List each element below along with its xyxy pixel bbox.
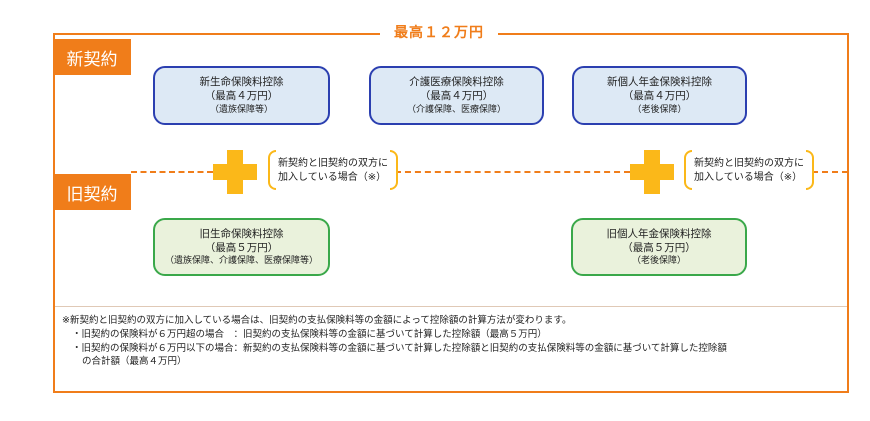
box-sub: （老後保障） — [632, 104, 687, 115]
box-title: 新個人年金保険料控除 — [607, 76, 712, 89]
box-title: 旧個人年金保険料控除 — [606, 227, 712, 240]
contract-divider-line — [131, 171, 213, 173]
box-sub: （遺族保障、介護保障、医療保障等） — [164, 256, 318, 267]
box-sub: （遺族保障等） — [209, 104, 273, 115]
plus-icon — [213, 150, 257, 194]
bracket-left-icon — [684, 150, 692, 190]
footnote-line: ※新契約と旧契約の双方に加入している場合は、旧契約の支払保険料等の金額によって控… — [62, 315, 572, 326]
footnote-line: の合計額（最高４万円） — [82, 356, 187, 368]
contract-divider-line — [812, 171, 848, 173]
note-line: 加入している場合（※） — [278, 172, 387, 183]
bracket-left-icon — [268, 150, 276, 190]
box-max: （最高５万円） — [204, 241, 279, 254]
footnote: ※新契約と旧契約の双方に加入している場合は、旧契約の支払保険料等の金額によって控… — [62, 314, 842, 369]
new-contract-tag: 新契約 — [53, 39, 131, 75]
both-contracts-note-right: 新契約と旧契約の双方に 加入している場合（※） — [684, 150, 814, 192]
box-sub: （老後保障） — [631, 256, 686, 267]
note-line: 新契約と旧契約の双方に — [278, 158, 388, 169]
note-line: 新契約と旧契約の双方に — [694, 158, 804, 169]
old-life-insurance-deduction-box: 旧生命保険料控除 （最高５万円） （遺族保障、介護保障、医療保障等） — [153, 218, 330, 276]
box-title: 新生命保険料控除 — [199, 76, 284, 89]
plus-icon — [630, 150, 674, 194]
footnote-line: ・旧契約の保険料が６万円超の場合 ：旧契約の支払保険料等の金額に基づいて計算した… — [72, 328, 547, 340]
box-sub: （介護保障、医療保障） — [406, 104, 506, 115]
new-pension-deduction-box: 新個人年金保険料控除 （最高４万円） （老後保障） — [572, 66, 747, 125]
footnote-line: ・旧契約の保険料が６万円以下の場合：新契約の支払保険料等の金額に基づいて計算した… — [72, 342, 727, 354]
box-max: （最高４万円） — [419, 90, 494, 103]
old-pension-deduction-box: 旧個人年金保険料控除 （最高５万円） （老後保障） — [571, 218, 747, 276]
box-max: （最高５万円） — [622, 241, 696, 254]
max-total-label: 最高１２万円 — [380, 22, 498, 42]
bracket-right-icon — [806, 150, 814, 190]
care-medical-deduction-box: 介護医療保険料控除 （最高４万円） （介護保障、医療保障） — [369, 66, 544, 125]
bracket-right-icon — [390, 150, 398, 190]
box-max: （最高４万円） — [204, 90, 279, 103]
box-max: （最高４万円） — [622, 90, 697, 103]
footnote-separator — [55, 306, 847, 307]
both-contracts-note-left: 新契約と旧契約の双方に 加入している場合（※） — [268, 150, 398, 192]
old-contract-tag: 旧契約 — [53, 174, 131, 210]
note-line: 加入している場合（※） — [694, 172, 803, 183]
new-life-insurance-deduction-box: 新生命保険料控除 （最高４万円） （遺族保障等） — [153, 66, 330, 125]
contract-divider-line — [395, 171, 630, 173]
box-title: 介護医療保険料控除 — [409, 76, 504, 89]
box-title: 旧生命保険料控除 — [199, 227, 284, 240]
